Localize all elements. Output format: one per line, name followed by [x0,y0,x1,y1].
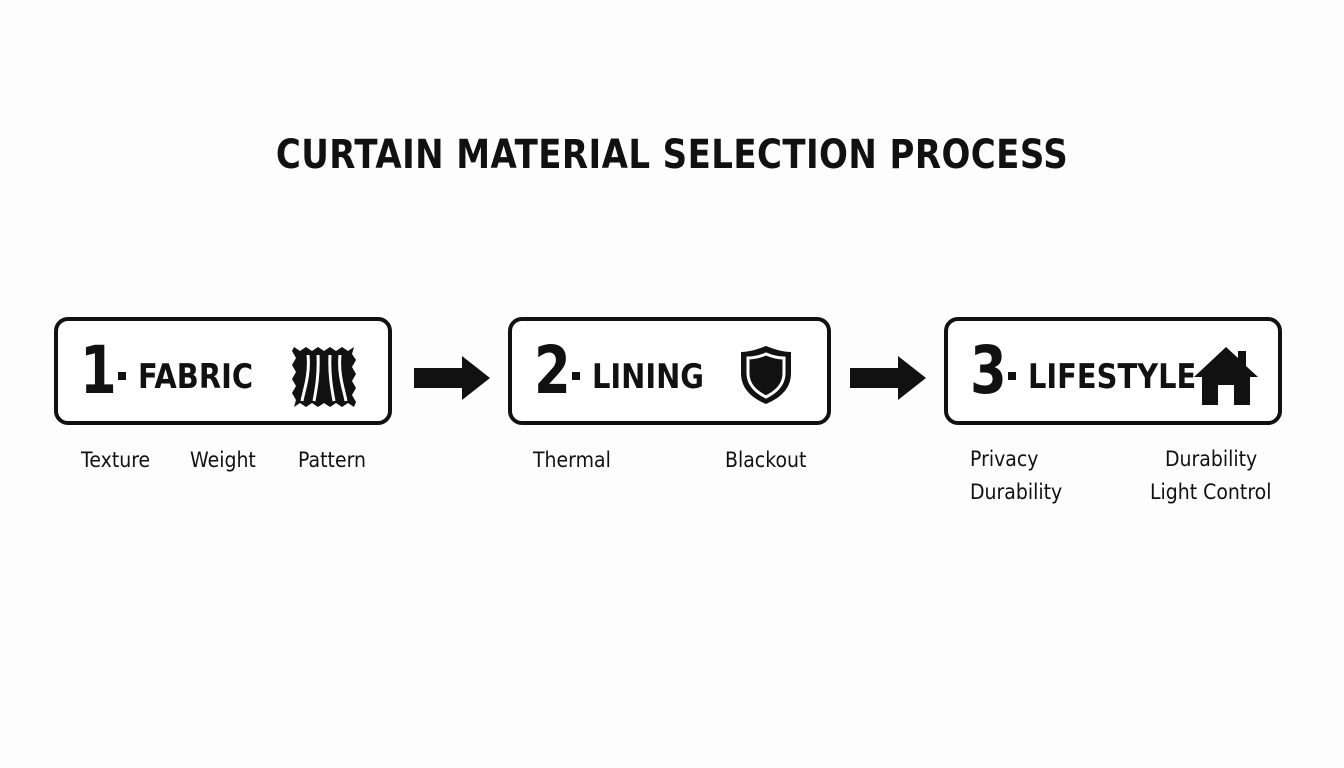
right-arrow-icon [414,356,490,400]
step-2-attribute-thermal: Thermal [533,448,611,472]
step-label: FABRIC [138,357,254,397]
step-fabric: 1 FABRIC [54,317,392,425]
step-1-attribute-pattern: Pattern [298,448,367,472]
diagram-title: CURTAIN MATERIAL SELECTION PROCESS [275,132,1069,178]
step-number-dot [572,372,580,380]
step-number-dot [1008,372,1016,380]
step-lining: 2 LINING [508,317,831,425]
step-3-attribute-light-control: Light Control [1150,480,1272,504]
step-3-attribute-privacy: Privacy [970,447,1039,471]
shield-icon [741,346,791,404]
step-3-attribute-durability: Durability [970,480,1063,504]
step-3-attribute-durability-2: Durability [1165,447,1258,471]
step-number: 1 [80,332,117,409]
step-1-attribute-texture: Texture [81,448,151,472]
step-lifestyle: 3 LIFESTYLE [944,317,1282,425]
step-1-attribute-weight: Weight [190,448,256,472]
step-number-dot [118,372,126,380]
step-label: LINING [592,357,705,397]
step-number: 3 [970,332,1007,409]
fabric-swatch-icon [292,347,356,407]
step-2-attribute-blackout: Blackout [725,448,807,472]
right-arrow-icon [850,356,926,400]
step-label: LIFESTYLE [1028,357,1197,397]
house-icon [1194,347,1258,405]
step-number: 2 [534,332,571,409]
